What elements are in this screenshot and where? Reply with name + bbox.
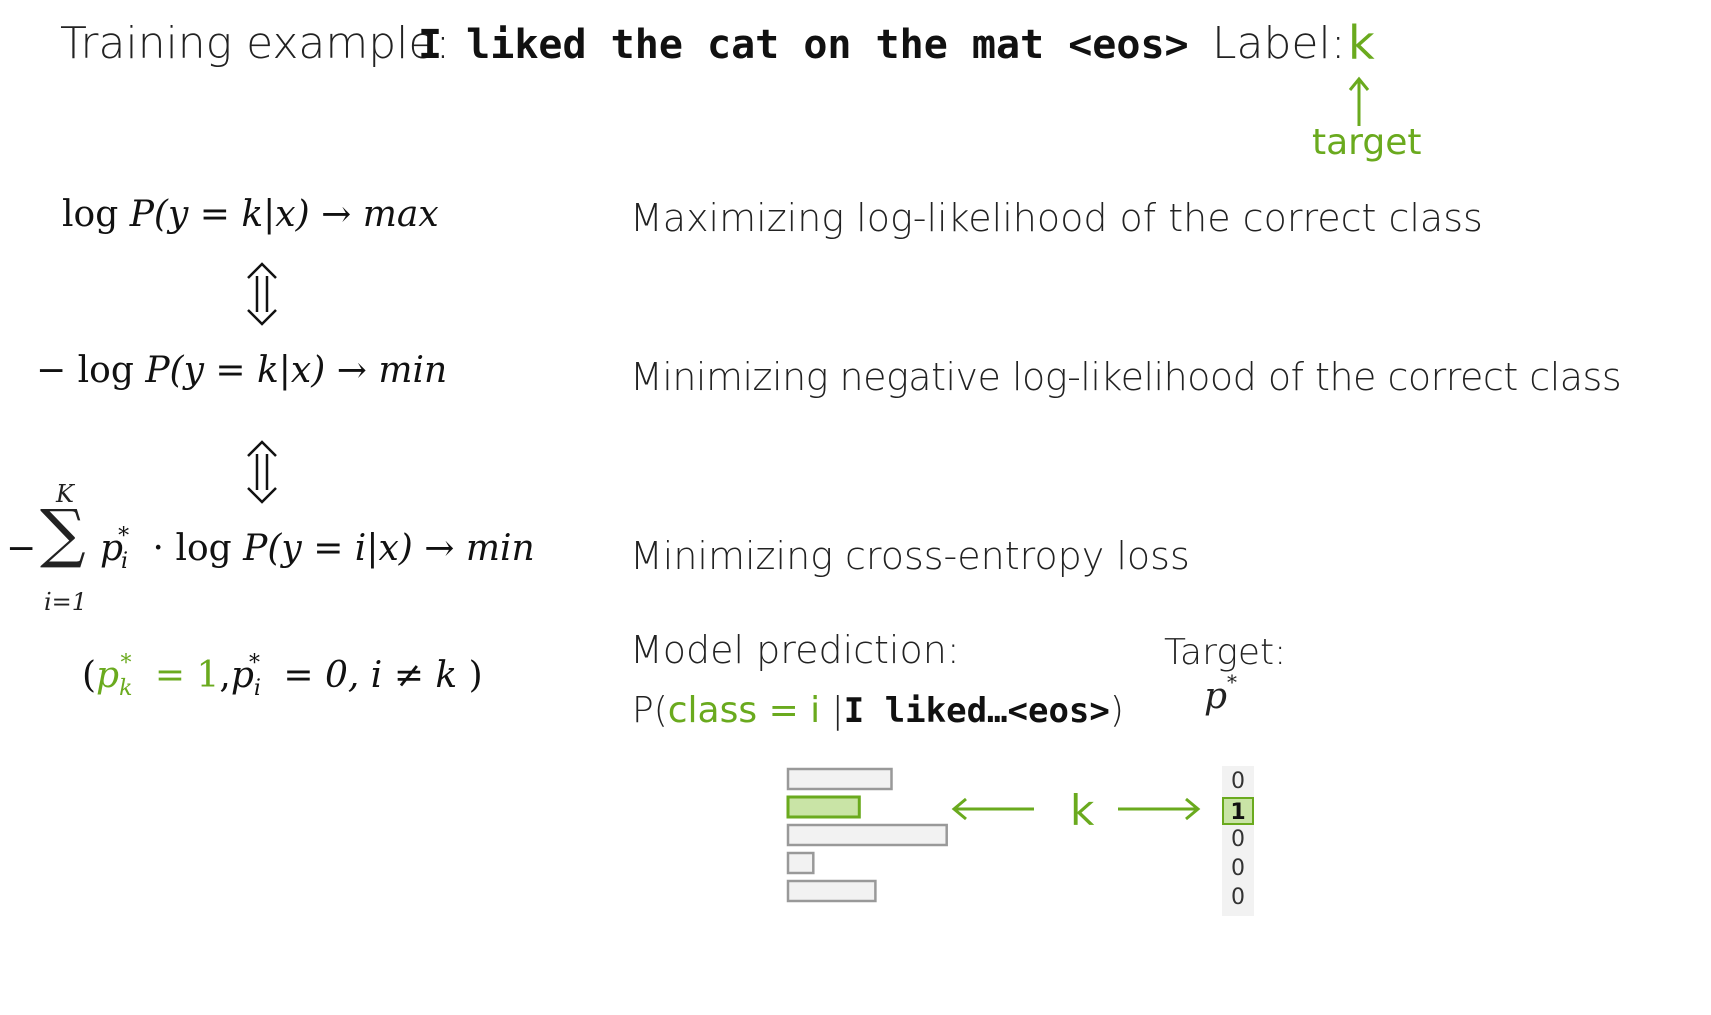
arrow-left-icon <box>951 797 1034 821</box>
target-symbol-p: p <box>1204 676 1228 717</box>
target-value: 0 <box>1231 769 1245 794</box>
eq2-log: log <box>77 350 134 391</box>
equation-cross-entropy: pi* · log P(y = i|x) → min <box>100 524 535 575</box>
training-example-text: I liked the cat on the mat <eos> <box>418 22 1189 68</box>
cond-pi-sup: * <box>248 651 260 676</box>
training-example-label: Training example: <box>60 18 451 69</box>
eq1-goal: max <box>362 194 439 235</box>
description-cross-entropy: Minimizing cross-entropy loss <box>630 534 1190 578</box>
eq2-P: P <box>145 350 170 391</box>
model-prediction-formula: P(class = i |I liked…<eos>) <box>632 690 1124 731</box>
eq2-arrow: → <box>336 350 367 391</box>
eq3-P: P <box>243 528 268 569</box>
eq1-inner: (y = k|x) <box>153 194 310 235</box>
prediction-bar <box>786 823 948 847</box>
description-min-neg-log-likelihood: Minimizing negative log-likelihood of th… <box>630 355 1622 399</box>
cond-pk-sub: k <box>119 676 133 702</box>
target-value: 0 <box>1231 856 1245 881</box>
formula-close: ) <box>1109 690 1124 731</box>
prediction-bar <box>786 851 815 875</box>
eq1-arrow: → <box>321 194 352 235</box>
formula-class: class = i <box>667 690 821 731</box>
eq3-log: log <box>175 528 232 569</box>
prediction-bar <box>786 767 893 791</box>
target-symbol: p* <box>1204 670 1237 717</box>
target-value-highlight: 1 <box>1222 797 1254 825</box>
cond-comma: , <box>219 655 231 696</box>
eq3-inner: (y = i|x) <box>267 528 413 569</box>
eq2-minus: − <box>36 350 67 391</box>
target-value: 0 <box>1231 885 1245 910</box>
eq3-p-sup: * <box>118 524 130 549</box>
target-symbol-sup: * <box>1227 670 1238 694</box>
eq3-minus: − <box>6 528 37 569</box>
label-value: k <box>1348 16 1375 70</box>
formula-text: I liked…<eos> <box>843 691 1110 731</box>
equation-max-log-likelihood: log P(y = k|x) → max <box>62 194 439 235</box>
cond-pk: p <box>96 655 120 696</box>
prediction-bars <box>786 767 948 903</box>
cond-close: ) <box>468 655 483 696</box>
cond-pi-sub: i <box>253 676 261 702</box>
prediction-bar-highlight <box>786 795 861 819</box>
cond-pk-sup: * <box>120 651 132 676</box>
eq1-log: log <box>62 194 119 235</box>
cond-pi: p <box>230 655 254 696</box>
target-up-arrow-icon <box>1348 76 1370 126</box>
eq3-sum-symbol: ∑ <box>40 497 86 571</box>
middle-k-label: k <box>1070 786 1095 835</box>
eq3-goal: min <box>465 528 535 569</box>
equation-min-negative-log-likelihood: − log P(y = k|x) → min <box>36 350 447 391</box>
target-condition: (pk* = 1,pi* = 0, i ≠ k ) <box>82 651 483 702</box>
cond-eq-one: = 1 <box>143 655 220 696</box>
target-caption: target <box>1312 122 1422 163</box>
eq2-inner: (y = k|x) <box>169 350 326 391</box>
formula-open: P( <box>632 690 668 731</box>
eq3-p-sub: i <box>121 549 129 575</box>
cond-rest: = 0, i ≠ k <box>271 655 458 696</box>
formula-bar: | <box>820 690 844 731</box>
arrow-right-icon <box>1118 797 1201 821</box>
equivalence-arrow-icon <box>247 262 277 326</box>
cond-open: ( <box>82 655 97 696</box>
eq3-dot: · <box>152 528 164 569</box>
eq3-sum-lower: i=1 <box>44 588 88 616</box>
equivalence-arrow-icon <box>247 440 277 504</box>
eq1-P: P <box>129 194 154 235</box>
target-title: Target: <box>1164 632 1287 673</box>
eq3-p: p <box>100 528 124 569</box>
model-prediction-title: Model prediction: <box>630 628 960 672</box>
target-value: 0 <box>1231 827 1245 852</box>
description-max-log-likelihood: Maximizing log-likelihood of the correct… <box>630 196 1483 240</box>
eq2-goal: min <box>378 350 448 391</box>
prediction-bar <box>786 879 877 903</box>
eq3-arrow: → <box>424 528 455 569</box>
label-title: Label: <box>1212 18 1346 69</box>
eq3-sum-upper: K <box>56 480 74 508</box>
